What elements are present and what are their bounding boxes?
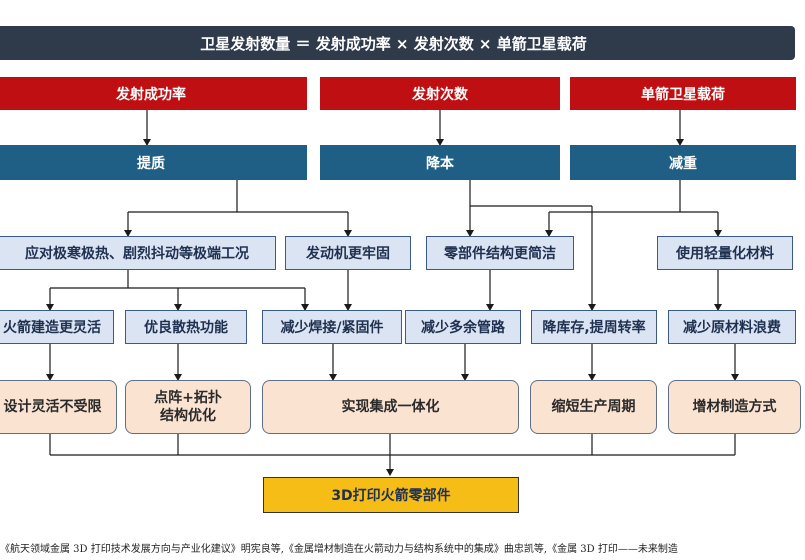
simpler-structure: 零部件结构更简洁	[426, 236, 574, 270]
extreme-conditions: 应对极寒极热、剧烈抖动等极端工况	[0, 236, 276, 270]
factor-launch-count: 发射次数	[320, 77, 560, 110]
design-flexibility: 设计灵活不受限	[0, 380, 117, 434]
goal-cost: 降本	[320, 145, 560, 180]
heat-dissipation: 优良散热功能	[125, 310, 247, 344]
source-citation: 《航天领域金属 3D 打印技术发展方向与产业化建议》明宪良等,《金属增材制造在火…	[0, 544, 678, 555]
factor-success-rate: 发射成功率	[0, 77, 307, 110]
additive-manufacturing: 增材制造方式	[668, 380, 801, 434]
stronger-engine: 发动机更牢固	[285, 236, 411, 270]
result-3d-printed-parts: 3D打印火箭零部件	[263, 477, 519, 513]
shorter-production-cycle: 缩短生产周期	[530, 380, 657, 434]
lightweight-materials: 使用轻量化材料	[657, 236, 793, 270]
fewer-welds-fasteners: 减少焊接/紧固件	[262, 310, 402, 344]
fewer-pipelines: 减少多余管路	[405, 310, 521, 344]
factor-payload: 单箭卫星载荷	[570, 77, 796, 110]
goal-weight: 减重	[570, 145, 796, 180]
formula-banner: 卫星发射数量 ＝ 发射成功率 × 发射次数 × 单箭卫星载荷	[0, 26, 795, 60]
goal-quality: 提质	[0, 145, 307, 180]
lower-inventory: 降库存,提周转率	[531, 310, 657, 344]
less-material-waste: 减少原材料浪费	[668, 310, 796, 344]
flexible-rocket-build: 火箭建造更灵活	[0, 310, 114, 344]
lattice-topology: 点阵+拓扑 结构优化	[125, 380, 251, 434]
integration: 实现集成一体化	[262, 380, 519, 434]
